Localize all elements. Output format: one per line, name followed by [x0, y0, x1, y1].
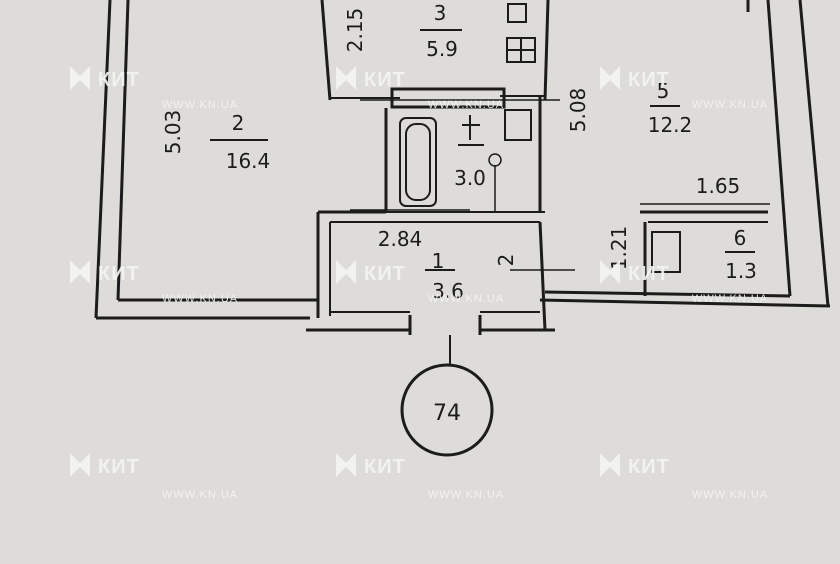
- hall-walls: [316, 210, 547, 331]
- kit-logo-icon: [70, 453, 90, 477]
- watermark-brand: КИТ: [628, 456, 670, 478]
- watermark-url: WWW.KN.UA: [692, 489, 768, 501]
- watermark: КИТ: [70, 66, 140, 91]
- dimension-lines: [350, 99, 770, 365]
- watermark-brand: КИТ: [364, 456, 406, 478]
- watermark: КИТ: [336, 260, 406, 285]
- dim-room5-cut-width: 1.65: [696, 174, 741, 198]
- kit-logo-icon: [336, 260, 356, 284]
- room-6-area: 1.3: [725, 259, 757, 283]
- watermark-brand: КИТ: [98, 456, 140, 478]
- wall-right-outer: [798, 0, 830, 307]
- watermark-brand: КИТ: [364, 263, 406, 285]
- watermark-brand: КИТ: [628, 263, 670, 285]
- watermark: КИТ: [70, 260, 140, 285]
- washbasin-symbol: [504, 109, 532, 141]
- room-6-number: 6: [734, 226, 747, 250]
- wall-bottom-right-inner: [544, 290, 791, 298]
- dim-room2-length: 5.03: [161, 110, 185, 155]
- kit-logo-icon: [600, 260, 620, 284]
- watermark-brand: КИТ: [628, 69, 670, 91]
- walls: [94, 0, 831, 335]
- kit-logo-icon: [70, 260, 90, 284]
- watermark: КИТ: [336, 66, 406, 91]
- closet-walls: [640, 210, 768, 296]
- kit-logo-icon: [336, 66, 356, 90]
- watermark: КИТ: [70, 453, 140, 478]
- kit-logo-icon: [600, 453, 620, 477]
- wall: [538, 221, 547, 331]
- room-3-number: 3: [434, 1, 447, 25]
- dim-room5-length: 5.08: [566, 88, 590, 133]
- unit-number: 74: [433, 401, 461, 426]
- watermark-url: WWW.KN.UA: [428, 293, 504, 305]
- watermarks: КИТ КИТ КИТ КИТ КИТ КИТ КИТ КИТ: [70, 66, 768, 501]
- watermark-url: WWW.KN.UA: [428, 99, 504, 111]
- room-3-walls: [320, 0, 550, 109]
- watermark-url: WWW.KN.UA: [162, 489, 238, 501]
- watermark-url: WWW.KN.UA: [162, 99, 238, 111]
- wall: [543, 0, 550, 101]
- watermark-url: WWW.KN.UA: [428, 489, 504, 501]
- dim-circle: [488, 153, 502, 167]
- watermark-brand: КИТ: [364, 69, 406, 91]
- partition-wall: [390, 87, 506, 109]
- room-1-number: 1: [432, 249, 445, 273]
- wall-right-inner: [766, 0, 792, 297]
- wall: [320, 0, 332, 101]
- watermark: КИТ: [600, 260, 670, 285]
- watermark: КИТ: [600, 66, 670, 91]
- bathroom-walls: [384, 96, 542, 212]
- dim-hall-width: 2.84: [378, 227, 423, 251]
- wall-left-inner: [116, 0, 130, 301]
- kit-logo-icon: [600, 66, 620, 90]
- room-3-area: 5.9: [426, 37, 458, 61]
- watermark-url: WWW.KN.UA: [692, 293, 768, 305]
- kit-logo-icon: [70, 66, 90, 90]
- watermark-url: WWW.KN.UA: [692, 99, 768, 111]
- room-5-area: 12.2: [648, 113, 693, 137]
- unit-number-circle: [400, 363, 494, 457]
- dim-hall-depth: 2: [494, 254, 518, 267]
- room-2-number: 2: [232, 111, 245, 135]
- watermark-url: WWW.KN.UA: [162, 293, 238, 305]
- wall-left-outer: [94, 0, 112, 319]
- room-4-area: 3.0: [454, 166, 486, 190]
- watermark-brand: КИТ: [98, 69, 140, 91]
- room-1-area: 3.6: [432, 279, 464, 303]
- room-2-area: 16.4: [226, 149, 271, 173]
- cabinet-symbol: [651, 231, 681, 273]
- room-5-number: 5: [657, 79, 670, 103]
- watermark: КИТ: [600, 453, 670, 478]
- watermark-brand: КИТ: [98, 263, 140, 285]
- bathtub-symbol: [399, 117, 437, 207]
- watermark: КИТ: [336, 453, 406, 478]
- wall-bottom-right-outer: [539, 298, 831, 308]
- bathtub-inner: [405, 123, 431, 201]
- sink-symbol: [507, 3, 527, 23]
- dim-room3-width: 2.15: [343, 8, 367, 53]
- kit-logo-icon: [336, 453, 356, 477]
